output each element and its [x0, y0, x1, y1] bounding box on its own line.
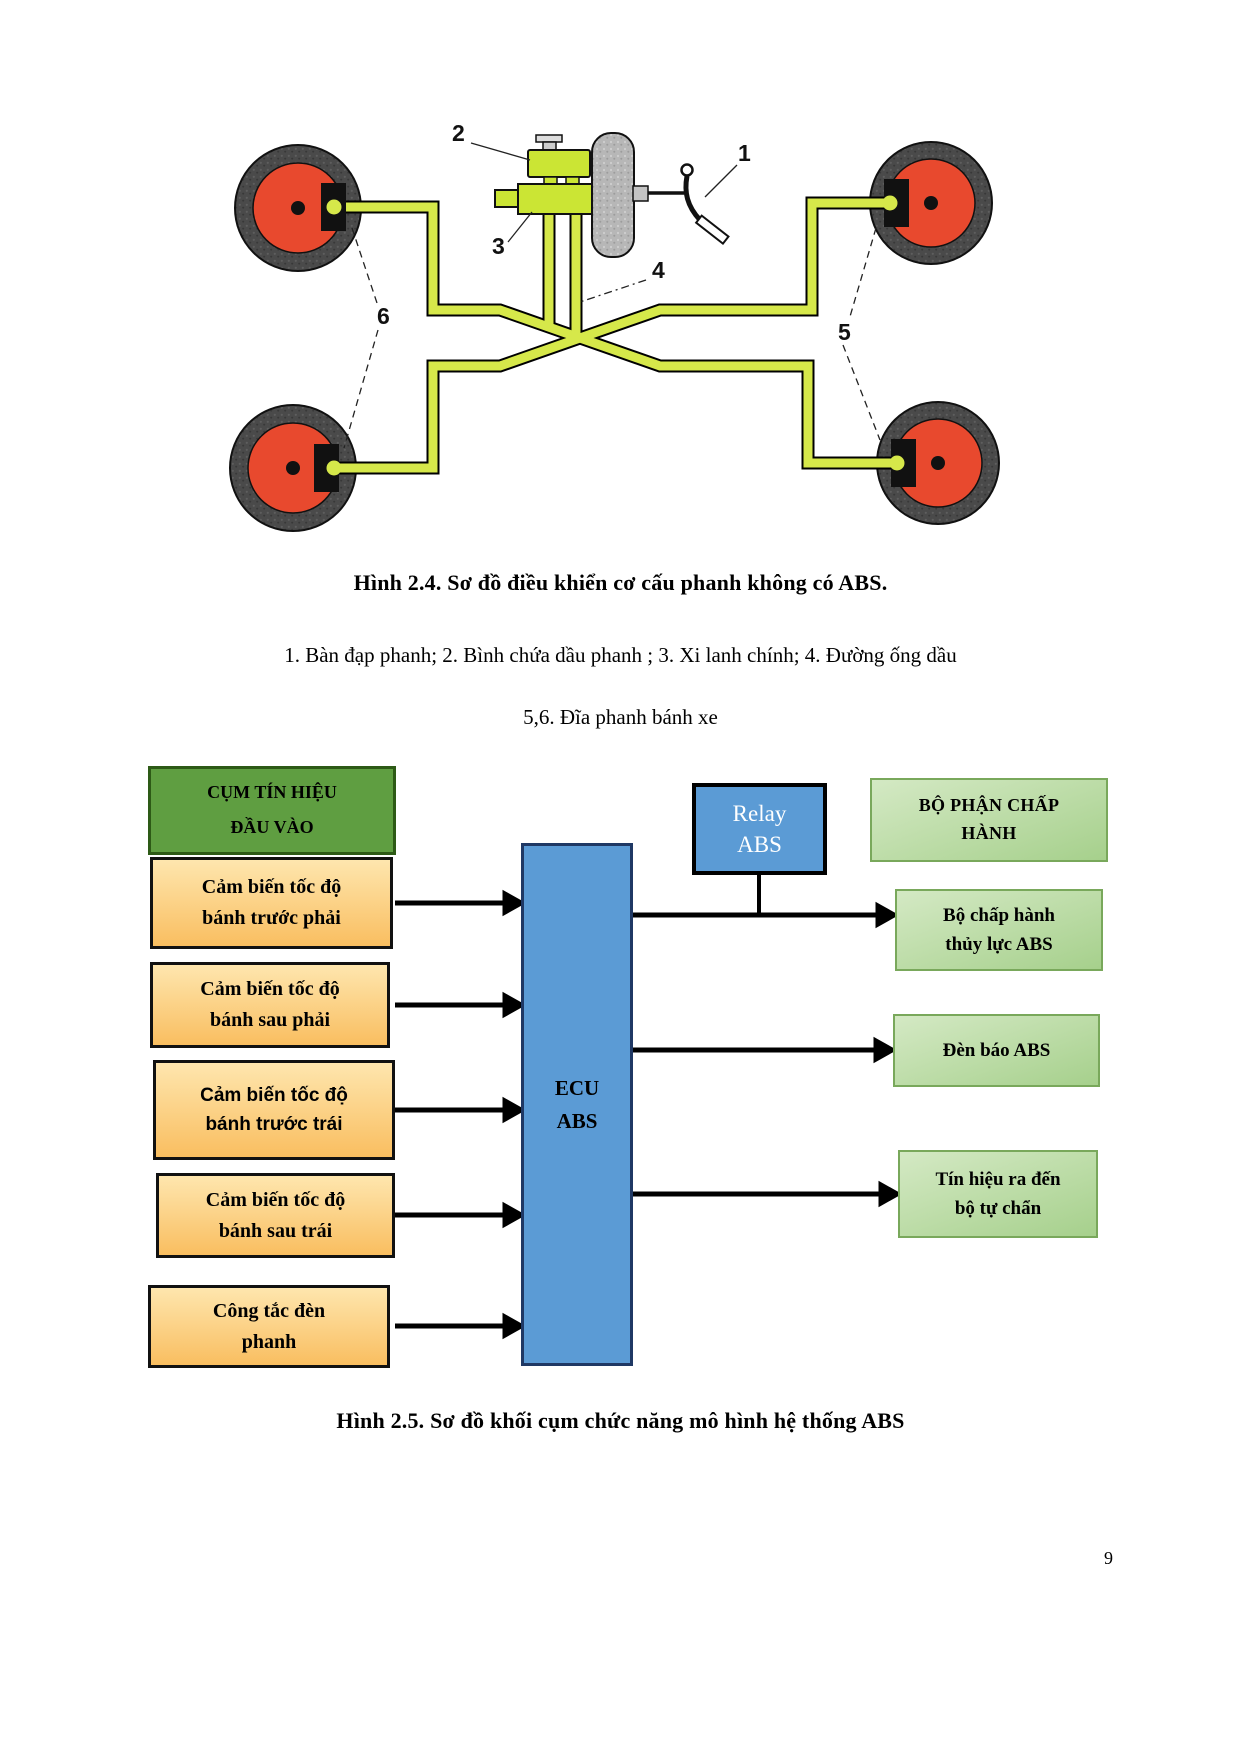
input-header-line1: CỤM TÍN HIỆU [207, 782, 337, 803]
diagnostic-output-box: Tín hiệu ra đến bộ tự chẩn [898, 1150, 1098, 1238]
sensor-front-right-line1: Cảm biến tốc độ [201, 876, 342, 898]
figure-2-4-legend-line1: 1. Bàn đạp phanh; 2. Bình chứa dầu phanh… [284, 643, 957, 667]
block-diagram-connectors [395, 875, 903, 1340]
part-label-3: 3 [492, 233, 505, 259]
brake-light-switch-line1: Công tắc đèn [212, 1299, 326, 1322]
part-label-1: 1 [738, 140, 751, 166]
brake-calipers [314, 179, 916, 492]
sensor-front-left-line2: bánh trước trái [205, 1114, 343, 1135]
figure-2-4-legend-line2: 5,6. Đĩa phanh bánh xe [523, 705, 718, 729]
abs-warning-light-line1: Đèn báo ABS [942, 1039, 1051, 1061]
brake-booster [591, 132, 649, 258]
brake-light-switch-box: Công tắc đèn phanh [148, 1285, 390, 1368]
diagnostic-output-line2: bộ tự chẩn [954, 1198, 1042, 1219]
relay-abs-box: Relay ABS [692, 783, 827, 875]
sensor-box-front-left: Cảm biến tốc độ bánh trước trái [153, 1060, 395, 1160]
brake-schematic-figure: 1 2 3 4 5 6 [229, 120, 1000, 532]
figure-2-5-caption: Hình 2.5. Sơ đồ khối cụm chức năng mô hì… [336, 1408, 905, 1433]
input-header-line2: ĐẦU VÀO [230, 816, 314, 837]
brake-pedal [648, 163, 730, 246]
hydraulic-actuator-line2: thủy lực ABS [945, 934, 1053, 955]
hydraulic-actuator-box: Bộ chấp hành thủy lực ABS [895, 889, 1103, 971]
actuator-group-header: BỘ PHẬN CHẤP HÀNH [870, 778, 1108, 862]
actuator-header-line1: BỘ PHẬN CHẤP [918, 795, 1060, 816]
part-label-2: 2 [452, 120, 465, 146]
sensor-box-rear-right: Cảm biến tốc độ bánh sau phải [150, 962, 390, 1048]
relay-line1: Relay [732, 800, 787, 826]
ecu-line2: ABS [556, 1108, 598, 1133]
sensor-rear-left-line2: bánh sau trái [218, 1219, 333, 1242]
input-signal-group-header: CỤM TÍN HIỆU ĐẦU VÀO [148, 766, 396, 855]
actuator-header-line2: HÀNH [961, 823, 1017, 843]
ecu-line1: ECU [554, 1075, 600, 1100]
ecu-abs-box: ECU ABS [521, 843, 633, 1366]
diagnostic-output-line1: Tín hiệu ra đến [935, 1168, 1061, 1190]
brake-lines [334, 196, 897, 475]
page-number: 9 [1104, 1548, 1113, 1568]
hydraulic-actuator-line1: Bộ chấp hành [943, 904, 1055, 926]
master-cylinder [494, 134, 593, 215]
part-label-4: 4 [652, 257, 665, 283]
figure-2-4-caption: Hình 2.4. Sơ đồ điều khiển cơ cấu phanh … [353, 570, 888, 595]
sensor-front-left-line1: Cảm biến tốc độ [200, 1084, 348, 1106]
sensor-rear-right-line2: bánh sau phải [209, 1009, 331, 1031]
sensor-rear-left-line1: Cảm biến tốc độ [205, 1188, 346, 1211]
part-label-6: 6 [377, 303, 390, 329]
brake-light-switch-line2: phanh [241, 1330, 297, 1353]
sensor-front-right-line2: bánh trước phải [202, 907, 341, 929]
sensor-rear-right-line1: Cảm biến tốc độ [200, 978, 340, 1000]
abs-warning-light-box: Đèn báo ABS [893, 1014, 1100, 1087]
part-label-5: 5 [838, 319, 851, 345]
relay-line2: ABS [737, 832, 782, 857]
leader-lines [343, 142, 881, 449]
sensor-box-rear-left: Cảm biến tốc độ bánh sau trái [156, 1173, 395, 1258]
sensor-box-front-right: Cảm biến tốc độ bánh trước phải [150, 857, 393, 949]
